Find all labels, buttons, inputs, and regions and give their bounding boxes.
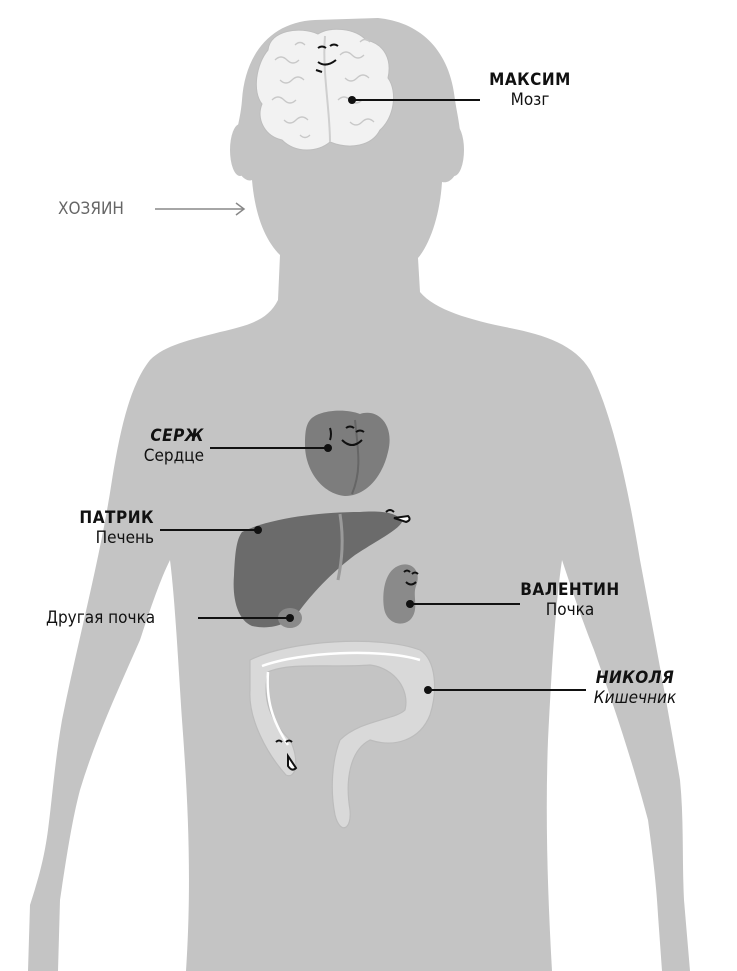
heart-name: СЕРЖ (150, 426, 204, 446)
kidney-organ (383, 564, 419, 624)
liver-face (385, 509, 411, 524)
liver-organ-label: Печень (95, 528, 154, 548)
liver-organ (233, 509, 411, 628)
kidney-callout: ВАЛЕНТИН Почка (505, 580, 635, 620)
liver-name: ПАТРИК (79, 508, 154, 528)
host-arrow (155, 202, 246, 216)
intestine-organ-label: Кишечник (593, 688, 677, 708)
brain-face (315, 43, 339, 73)
brain-callout: МАКСИМ Мозг (470, 70, 590, 110)
heart-face (329, 425, 365, 446)
intestine-name: НИКОЛЯ (595, 668, 675, 688)
leader-lines (160, 96, 586, 694)
intestine-callout: НИКОЛЯ Кишечник (575, 668, 695, 708)
brain-shape (255, 28, 395, 151)
intestine-face (275, 739, 298, 771)
host-label: ХОЗЯИН (58, 199, 124, 219)
liver-callout: ПАТРИК Печень (50, 508, 154, 548)
kidney-name: ВАЛЕНТИН (520, 580, 620, 600)
kidney-organ-label: Почка (545, 600, 595, 620)
heart-callout: СЕРЖ Сердце (100, 426, 204, 466)
brain-organ-label: Мозг (510, 90, 550, 110)
heart-organ (305, 410, 390, 496)
brain-organ (255, 28, 395, 151)
other-kidney-label: Другая почка (46, 608, 156, 628)
heart-organ-label: Сердце (143, 446, 204, 466)
human-silhouette (28, 18, 690, 971)
intestine-organ (249, 640, 436, 829)
brain-name: МАКСИМ (489, 70, 571, 90)
